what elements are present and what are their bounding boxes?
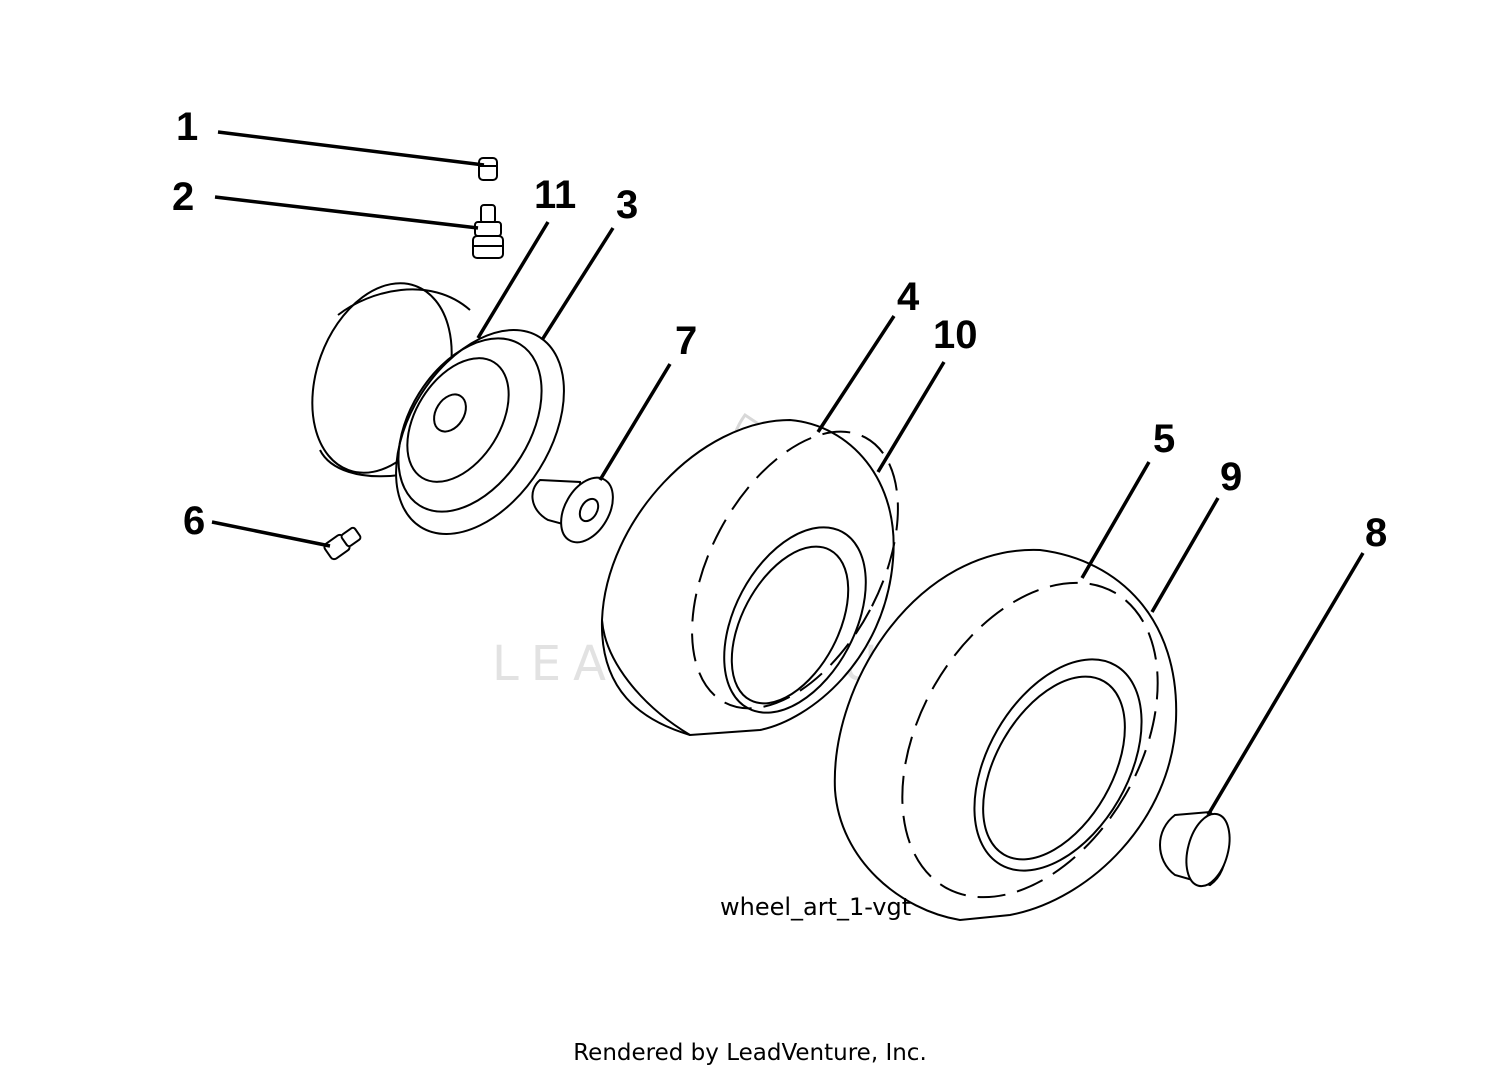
- leader-5: [1080, 461, 1151, 579]
- leader-lines: [211, 130, 1365, 816]
- leader-4: [816, 315, 896, 433]
- grease-fitting-part: [323, 526, 362, 561]
- callout-9: 9: [1220, 455, 1242, 499]
- callout-7: 7: [675, 319, 697, 363]
- callout-8: 8: [1365, 511, 1387, 555]
- callout-11: 11: [534, 173, 576, 217]
- leader-2: [214, 195, 479, 230]
- callout-numbers: 1 2 11 3 7 6 4 10 5 9 8: [172, 105, 1387, 555]
- leader-9: [1150, 497, 1220, 613]
- callout-10: 10: [933, 313, 978, 357]
- callout-5: 5: [1153, 417, 1175, 461]
- callout-2: 2: [172, 175, 194, 219]
- valve-stem-part: [472, 204, 504, 259]
- leader-7: [598, 363, 672, 481]
- callout-4: 4: [897, 275, 920, 319]
- leader-10: [876, 361, 946, 473]
- callout-3: 3: [616, 183, 638, 227]
- art-label: wheel_art_1-vgt: [720, 893, 911, 921]
- leader-3: [540, 227, 615, 341]
- footer-credit: Rendered by LeadVenture, Inc.: [573, 1040, 927, 1066]
- leader-6: [211, 520, 331, 548]
- front-tire-part: [600, 418, 899, 737]
- leader-11: [476, 221, 550, 339]
- hub-cap-part: [1159, 810, 1231, 888]
- callout-6: 6: [183, 499, 205, 543]
- leader-1: [217, 130, 485, 167]
- wheel-rim-part: [311, 282, 565, 535]
- rear-tire-part: [833, 548, 1178, 922]
- valve-cap-part: [478, 157, 498, 181]
- bushing-part: [531, 476, 614, 544]
- leader-8: [1206, 552, 1365, 816]
- callout-1: 1: [176, 105, 198, 149]
